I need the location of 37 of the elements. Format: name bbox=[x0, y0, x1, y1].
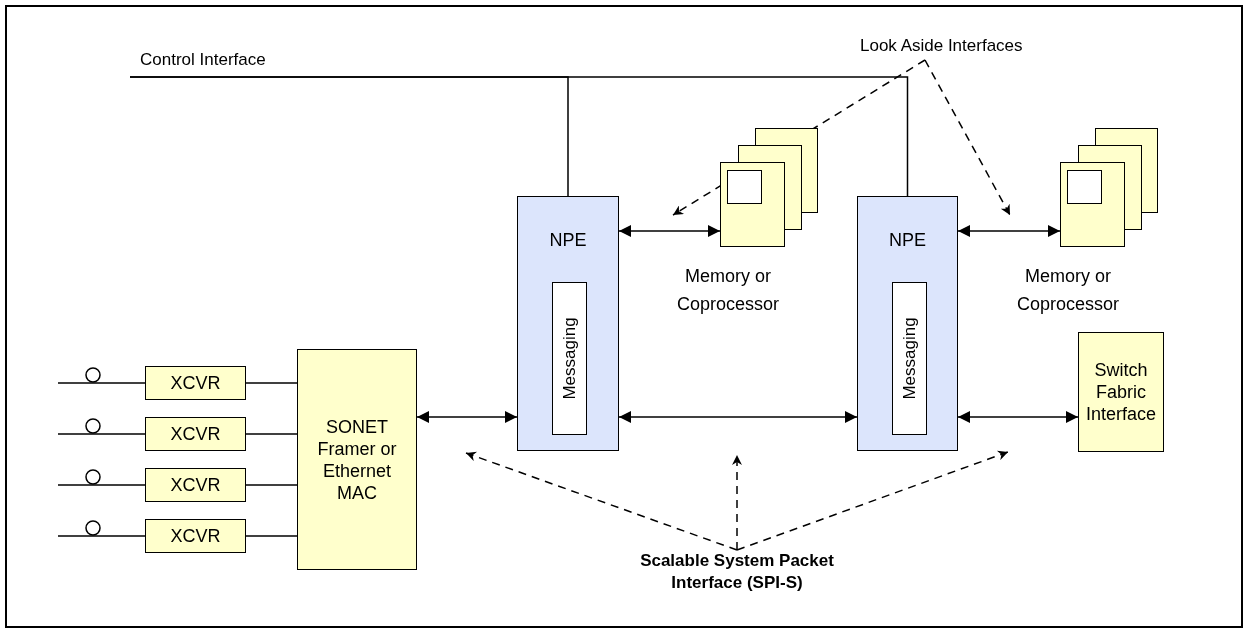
messaging-block: Messaging bbox=[552, 282, 587, 435]
leader-arrow bbox=[736, 450, 1009, 551]
component-caption: Memory or Coprocessor bbox=[1015, 265, 1120, 316]
memory-card-stack bbox=[720, 128, 818, 247]
transceiver-box: XCVR bbox=[145, 468, 246, 502]
component-box: SONET Framer or Ethernet MAC bbox=[297, 349, 417, 570]
interface-label: Scalable System Packet Interface (SPI-S) bbox=[639, 550, 835, 594]
component-caption: Memory or Coprocessor bbox=[675, 265, 780, 316]
processor-block bbox=[517, 196, 619, 451]
connector-line bbox=[129, 76, 909, 197]
double-arrow bbox=[618, 411, 858, 423]
connector-line bbox=[57, 382, 146, 384]
transceiver-box: XCVR bbox=[145, 519, 246, 553]
connector-line bbox=[245, 484, 298, 486]
connector-line bbox=[57, 433, 146, 435]
leader-arrow bbox=[924, 59, 1011, 216]
double-arrow bbox=[618, 225, 721, 237]
double-arrow bbox=[957, 411, 1079, 423]
connector-line bbox=[245, 433, 298, 435]
transceiver-box: XCVR bbox=[145, 366, 246, 400]
connector-line bbox=[245, 535, 298, 537]
connector-line bbox=[245, 382, 298, 384]
double-arrow bbox=[416, 411, 518, 423]
transceiver-box: XCVR bbox=[145, 417, 246, 451]
block-title: NPE bbox=[889, 229, 926, 252]
processor-block bbox=[857, 196, 958, 451]
double-arrow bbox=[957, 225, 1061, 237]
block-title: NPE bbox=[549, 229, 587, 252]
component-box: Switch Fabric Interface bbox=[1078, 332, 1164, 452]
interface-label: Look Aside Interfaces bbox=[860, 36, 1023, 56]
connector-line bbox=[57, 484, 146, 486]
memory-card-stack bbox=[1060, 128, 1158, 247]
messaging-block: Messaging bbox=[892, 282, 927, 435]
leader-arrow bbox=[732, 454, 742, 551]
interface-label: Control Interface bbox=[140, 50, 266, 70]
leader-arrow bbox=[465, 451, 738, 551]
connector-line bbox=[57, 535, 146, 537]
